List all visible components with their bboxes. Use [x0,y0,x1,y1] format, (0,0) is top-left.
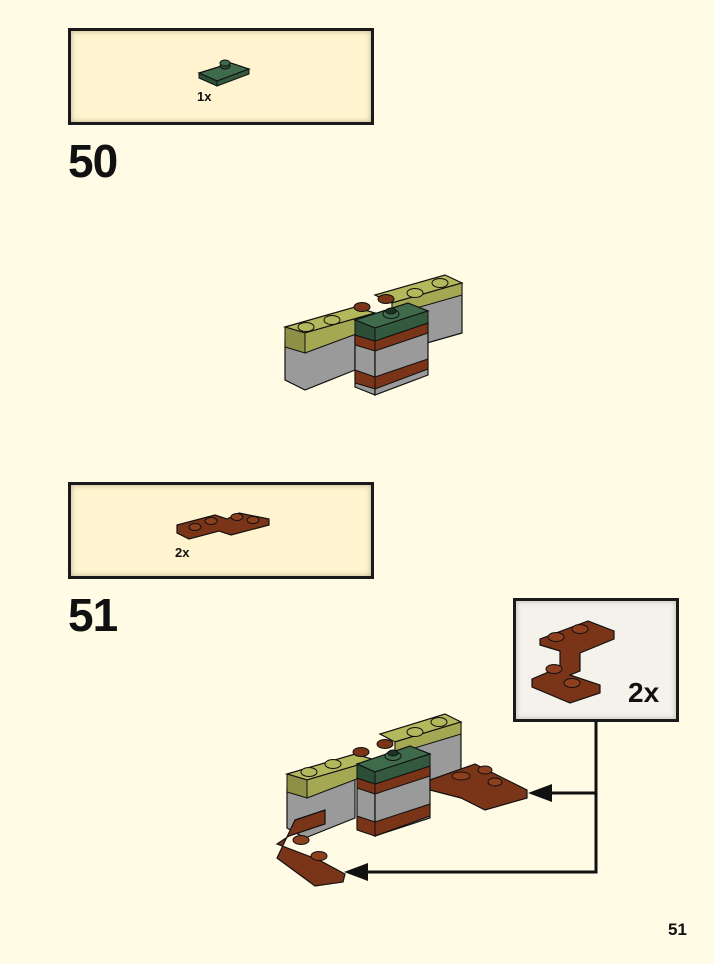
step-50-assembly-illustration [282,274,464,396]
step-50-parts-box: 1x [68,28,374,125]
step-number: 50 [68,135,118,187]
callout-count: 2x [628,677,660,708]
parts-count: 1x [197,89,212,104]
step-51-assembly-illustration [275,713,528,887]
reddish-brown-plate-icon [176,512,270,540]
step-number: 51 [68,589,118,641]
callout-box: 2x [513,598,679,722]
page-number: 51 [668,920,687,939]
reddish-brown-plate-icon [531,620,615,704]
step-51-parts-box: 2x [68,482,374,579]
parts-count: 2x [175,545,190,560]
dark-green-plate-icon [197,59,251,87]
arrow-icon [344,722,598,881]
